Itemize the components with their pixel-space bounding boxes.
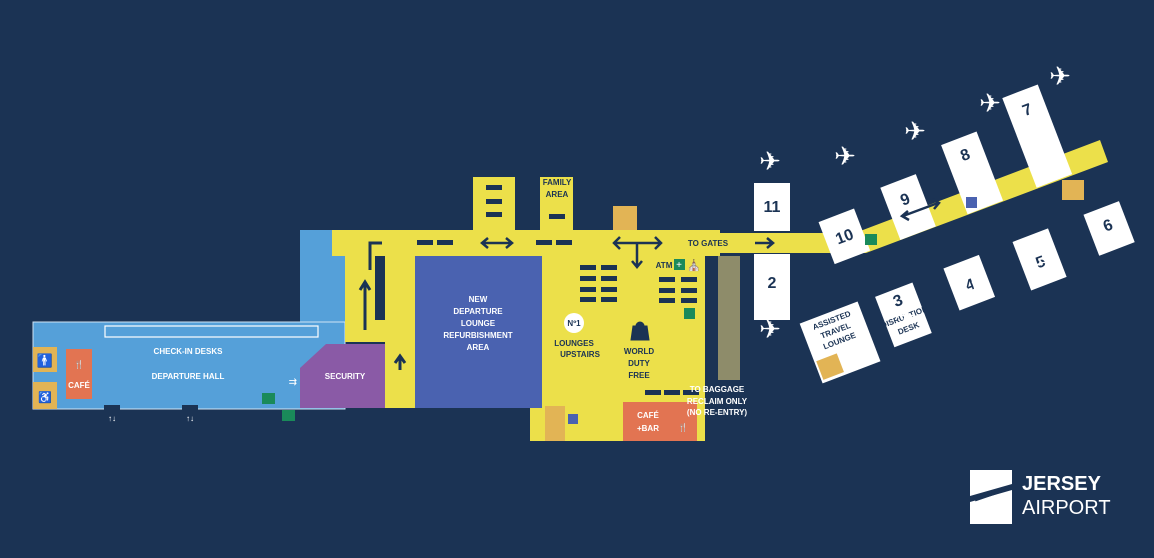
aircraft-icons: ✈ ✈ ✈ ✈ ✈ ✈ ✈ ✈ ✈ ✈	[759, 61, 1129, 344]
cafe-label: CAFÉ	[68, 381, 90, 390]
svg-text:🍴: 🍴	[678, 422, 688, 432]
svg-text:JERSEY: JERSEY	[1022, 473, 1102, 495]
svg-text:+: +	[676, 260, 682, 271]
cafe-bar	[623, 402, 697, 441]
svg-text:Nº1: Nº1	[567, 319, 581, 328]
jersey-airport-logo: JERSEY AIRPORT	[970, 470, 1111, 524]
defibrillator-icon	[262, 393, 275, 404]
svg-text:11: 11	[764, 199, 781, 216]
arrow-up-icon	[358, 279, 372, 291]
svg-text:♿: ♿	[38, 391, 52, 404]
bidirectional-arrow-icon	[899, 197, 941, 222]
seating-icons	[417, 185, 699, 395]
gate-11	[754, 183, 790, 231]
svg-text:(NO RE-ENTRY): (NO RE-ENTRY)	[687, 408, 747, 417]
svg-text:✈: ✈	[1037, 248, 1059, 278]
svg-text:2: 2	[768, 275, 777, 292]
gate-2	[754, 254, 790, 320]
water-icon	[966, 197, 977, 208]
baggage-reclaim-corridor	[718, 256, 740, 380]
no1-lounges-badge	[564, 313, 584, 333]
svg-text:DUTY: DUTY	[628, 359, 650, 368]
svg-text:AREA: AREA	[546, 190, 569, 199]
svg-text:✈: ✈	[834, 141, 856, 171]
lift-icon: ↑↓	[108, 414, 116, 423]
svg-text:NEW: NEW	[469, 295, 488, 304]
svg-text:✈: ✈	[894, 301, 916, 331]
svg-text:✈: ✈	[1049, 61, 1071, 91]
svg-text:RECLAIM ONLY: RECLAIM ONLY	[687, 397, 748, 406]
svg-text:AREA: AREA	[467, 343, 490, 352]
cafe-bar-label: CAFÉ	[637, 411, 659, 420]
cutlery-icon: 🍴	[74, 359, 84, 369]
aircraft-icon: ✈	[759, 314, 781, 344]
arrow-right-icon	[368, 241, 382, 270]
lounges-label: LOUNGES	[554, 339, 594, 348]
shopping-bag-icon	[630, 321, 650, 341]
duty-free-label: WORLD	[624, 347, 654, 356]
toilet-icon	[613, 206, 637, 230]
arrow-up-icon	[393, 353, 407, 370]
svg-text:✈: ✈	[964, 276, 986, 306]
refurbishment-label: NEW DEPARTURE LOUNGE REFURBISHMENT AREA	[443, 295, 512, 352]
prayer-room-icon: ⛪	[687, 258, 701, 272]
gate-8	[941, 131, 1004, 215]
svg-text:REFURBISHMENT: REFURBISHMENT	[443, 331, 512, 340]
toilet-icon	[33, 347, 57, 372]
gate-5	[1012, 228, 1067, 291]
defibrillator-icon	[282, 410, 295, 421]
toilet-icon	[816, 353, 844, 380]
defibrillator-icon	[865, 234, 877, 245]
family-area-label: FAMILY	[543, 178, 572, 187]
check-in-desks-counter	[104, 325, 319, 338]
atm-label: ATM	[656, 261, 673, 270]
departure-hall-label: DEPARTURE HALL	[152, 372, 225, 381]
svg-text:DEPARTURE: DEPARTURE	[453, 307, 503, 316]
cafe-checkin	[66, 349, 92, 399]
checkin-label: CHECK-IN DESKS	[154, 347, 224, 356]
arrow-right-icon	[755, 237, 775, 249]
svg-text:✈: ✈	[1107, 221, 1129, 251]
gate-7	[1002, 84, 1073, 188]
lift-icon: ↑↓	[186, 414, 194, 423]
baggage-label: TO BAGGAGE	[690, 385, 745, 394]
svg-text:LOUNGE: LOUNGE	[461, 319, 496, 328]
svg-text:FREE: FREE	[628, 371, 650, 380]
entry-arrows-icon: ⇉	[289, 377, 297, 388]
gate-10	[818, 208, 871, 265]
defibrillator-icon	[684, 308, 695, 319]
water-icon	[568, 414, 578, 424]
security-area	[300, 344, 385, 408]
departure-hall: CHECK-IN DESKS DEPARTURE HALL 🚹 ♿ 🍴 CAFÉ…	[32, 230, 346, 423]
upstairs-label: UPSTAIRS	[560, 350, 601, 359]
refurbishment-area	[415, 256, 542, 408]
gate-4	[943, 254, 996, 311]
bidirectional-arrow-icon	[480, 237, 514, 249]
accessible-toilet-icon	[33, 382, 57, 409]
airside-area: TO GATES FAMILY AREA ATM + ⛪ Nº1 LOUNGES…	[332, 177, 775, 441]
svg-text:AIRPORT: AIRPORT	[1022, 497, 1111, 519]
svg-text:10: 10	[833, 226, 856, 248]
toilet-icon	[1062, 180, 1084, 200]
gate-6	[1083, 201, 1135, 256]
svg-text:🚹: 🚹	[37, 353, 53, 368]
to-gates-label: TO GATES	[688, 239, 729, 248]
svg-text:✈: ✈	[979, 88, 1001, 118]
first-aid-icon	[674, 259, 685, 270]
svg-text:+BAR: +BAR	[637, 424, 659, 433]
security-label: SECURITY	[325, 372, 366, 381]
gate-3	[875, 282, 932, 348]
gate-9	[880, 174, 936, 241]
svg-text:✈: ✈	[759, 146, 781, 176]
junction-arrows-icon	[612, 236, 663, 269]
svg-text:✈: ✈	[904, 116, 926, 146]
accessible-toilet-icon	[545, 406, 565, 441]
